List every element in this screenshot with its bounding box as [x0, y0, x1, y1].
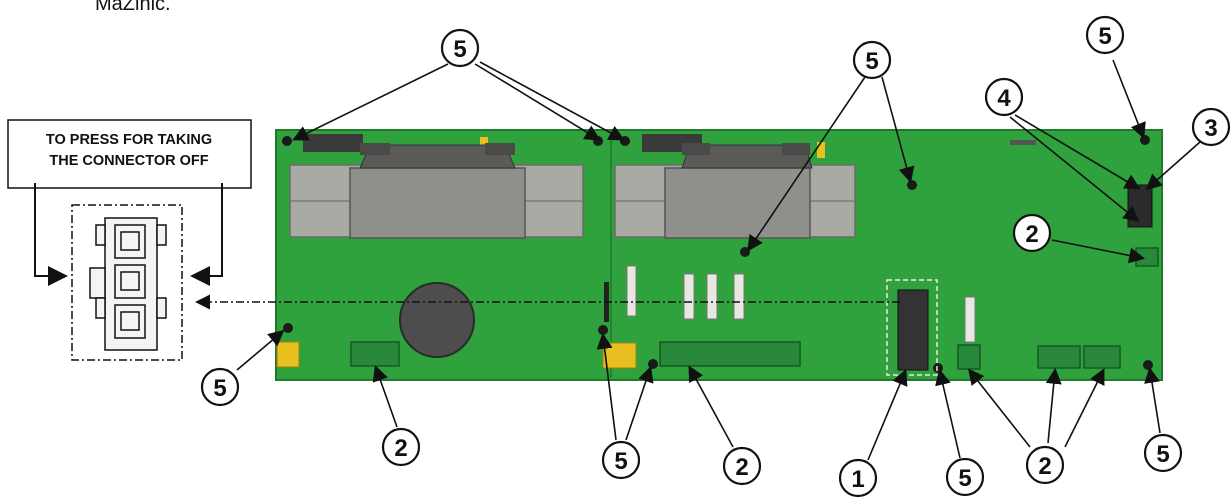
callout-5-top-left: 5: [442, 30, 478, 66]
callout-5-top-middle: 5: [854, 42, 890, 78]
callout-2-right: 2: [1014, 215, 1050, 251]
mounting-hole: [598, 325, 608, 335]
mounting-hole: [907, 180, 917, 190]
svg-text:1: 1: [851, 466, 864, 493]
svg-text:5: 5: [958, 465, 971, 492]
press-arrow-right: [194, 183, 222, 276]
connector-label-line2: THE CONNECTOR OFF: [49, 153, 208, 169]
svg-text:5: 5: [614, 448, 627, 475]
callout-5-bottom-center: 5: [947, 459, 983, 495]
callout-3: 3: [1193, 109, 1229, 145]
svg-text:5: 5: [1098, 23, 1111, 50]
callout-4: 4: [986, 79, 1022, 115]
callout-5-bottom-middle: 5: [603, 442, 639, 478]
mounting-hole: [620, 136, 630, 146]
svg-text:5: 5: [865, 48, 878, 75]
callout-2-bottom-left: 2: [383, 429, 419, 465]
svg-text:4: 4: [997, 85, 1011, 112]
mounting-hole: [648, 359, 658, 369]
press-arrow-left: [35, 183, 64, 276]
mounting-hole: [283, 323, 293, 333]
callout-5-top-right: 5: [1087, 17, 1123, 53]
callout-1: 1: [840, 460, 876, 496]
pcb-board: [276, 130, 1162, 380]
mounting-hole: [1143, 360, 1153, 370]
connector-3: [1128, 185, 1152, 227]
callout-5-bottom-right: 5: [1145, 435, 1181, 471]
yellow-terminal: [277, 342, 299, 367]
mounting-hole: [933, 363, 943, 373]
callout-2-bottom-right: 2: [1027, 447, 1063, 483]
svg-text:5: 5: [213, 375, 226, 402]
callout-2-bottom-middle: 2: [724, 448, 760, 484]
capacitor: [400, 283, 474, 357]
connector-label-line1: TO PRESS FOR TAKING: [46, 132, 212, 148]
mounting-hole: [282, 136, 292, 146]
yellow-terminal: [603, 343, 636, 368]
callout-5-left: 5: [202, 369, 238, 405]
svg-text:2: 2: [735, 454, 748, 481]
svg-text:3: 3: [1204, 115, 1217, 142]
mounting-hole: [1140, 135, 1150, 145]
rj-connector-drawing: [90, 218, 166, 350]
small-header: [1010, 140, 1036, 145]
rj-connector-stack: [898, 290, 928, 370]
svg-text:5: 5: [453, 36, 466, 63]
svg-text:2: 2: [1038, 453, 1051, 480]
small-component: [817, 142, 825, 158]
svg-text:5: 5: [1156, 441, 1169, 468]
header-fragment-text: MaZinic.: [95, 0, 171, 15]
svg-text:2: 2: [394, 435, 407, 462]
svg-text:2: 2: [1025, 221, 1038, 248]
header-connector: [303, 134, 363, 152]
